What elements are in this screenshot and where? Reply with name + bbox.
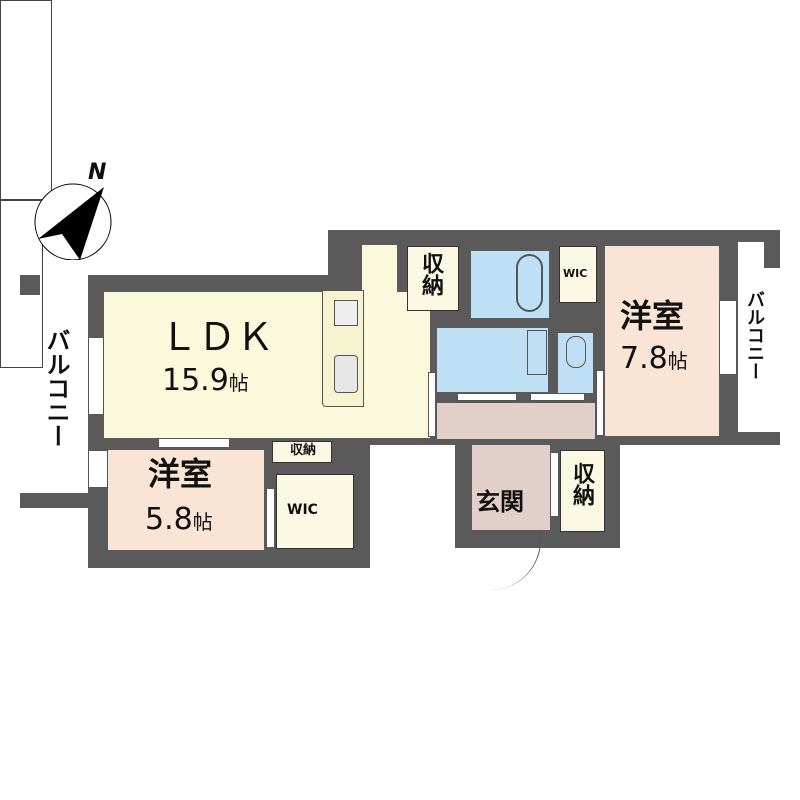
storage-small-label: 収納 xyxy=(290,443,317,458)
door-toilet[interactable] xyxy=(530,393,585,401)
wic-2-label: WIC xyxy=(563,267,588,280)
ldk-unit: 帖 xyxy=(228,371,249,395)
balcony-right-label: バルコニー xyxy=(744,290,765,380)
toilet-icon xyxy=(566,336,586,368)
door-washroom[interactable] xyxy=(457,393,517,401)
balcony-left-label: バルコニー xyxy=(42,328,70,448)
window-ldk-left[interactable] xyxy=(88,337,104,415)
window-western1-left[interactable] xyxy=(88,450,108,488)
room-storage-small xyxy=(272,441,332,463)
window-western2-right[interactable] xyxy=(719,300,737,375)
entrance-label: 玄関 xyxy=(476,488,524,516)
door-hall-ldk[interactable] xyxy=(428,372,436,437)
room-western-2 xyxy=(605,246,719,436)
western-2-unit: 帖 xyxy=(667,349,688,373)
room-entrance xyxy=(472,445,550,530)
room-storage-entrance xyxy=(560,450,605,532)
room-toilet xyxy=(558,333,593,393)
room-hallway xyxy=(437,403,595,439)
room-washroom xyxy=(437,328,548,392)
door-ldk-western1[interactable] xyxy=(158,438,230,448)
bathtub-icon xyxy=(516,254,543,312)
balcony-left xyxy=(0,0,52,200)
wic-1-label: WIC xyxy=(287,502,318,518)
storage-entrance-label: 収納 xyxy=(569,462,594,506)
wall-left-balcony-bottom xyxy=(20,493,90,508)
room-western-1 xyxy=(108,450,264,550)
room-wic-1 xyxy=(276,474,354,549)
compass-north-label: N xyxy=(88,160,107,185)
door-hall-western2[interactable] xyxy=(596,370,604,436)
entrance-door[interactable] xyxy=(491,530,541,590)
western-2-name: 洋室 xyxy=(620,297,685,335)
room-storage-top xyxy=(407,246,459,311)
north-arrow-icon xyxy=(34,183,112,261)
sink-icon xyxy=(334,355,358,393)
ldk-size-label: 15.9帖 xyxy=(162,366,249,396)
wall-right-balcony-edge xyxy=(764,230,780,268)
room-ldk-kitchen-ext2 xyxy=(362,300,430,400)
door-storage-entrance[interactable] xyxy=(550,452,559,517)
western-2-size-label: 7.8帖 xyxy=(620,344,688,374)
western-1-unit: 帖 xyxy=(192,510,213,534)
room-ldk-kitchen-ext xyxy=(362,245,397,305)
stove-icon xyxy=(334,300,358,326)
western-1-size: 5.8 xyxy=(145,502,193,537)
western-1-name: 洋室 xyxy=(148,455,213,493)
room-wic-2 xyxy=(559,246,597,303)
western-2-size: 7.8 xyxy=(620,341,668,376)
wall-left-balcony-top xyxy=(20,275,40,295)
ldk-size: 15.9 xyxy=(162,363,229,398)
storage-top-label: 収納 xyxy=(418,252,443,296)
door-wic1[interactable] xyxy=(266,488,275,548)
ldk-name: ＬＤＫ xyxy=(160,315,275,359)
washbasin-icon xyxy=(527,330,547,375)
western-1-size-label: 5.8帖 xyxy=(145,505,213,535)
compass: N xyxy=(34,160,114,261)
